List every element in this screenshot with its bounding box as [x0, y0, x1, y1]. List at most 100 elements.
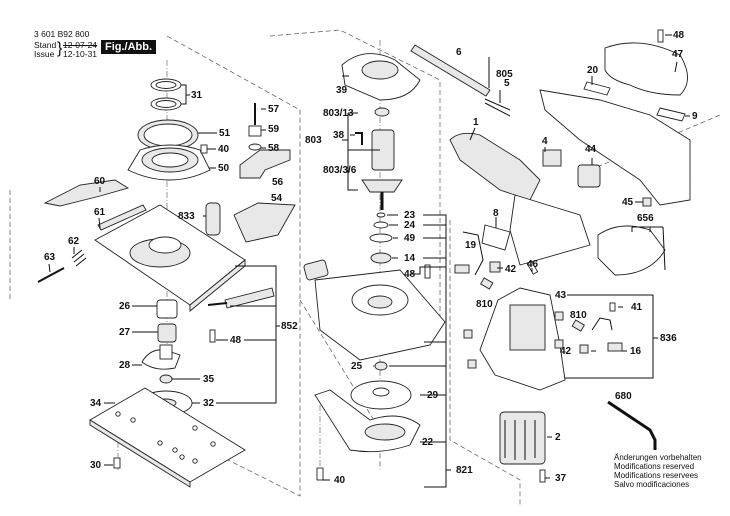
- part-9-label: [656, 107, 686, 122]
- part-38-key: [355, 132, 363, 145]
- lower-housing: [509, 194, 591, 266]
- part-852-handle: [207, 287, 275, 309]
- issue-label: Issue: [34, 49, 55, 59]
- label-2: 2: [555, 432, 561, 443]
- note-en: Modifications reserved: [614, 462, 695, 471]
- part-810-brush: [480, 277, 494, 290]
- label-821: 821: [456, 465, 473, 476]
- label-26: 26: [119, 301, 131, 312]
- part-44-module: [577, 164, 601, 188]
- wire-19-42: [454, 231, 501, 276]
- brace: }: [57, 40, 63, 57]
- label-44: 44: [585, 144, 597, 155]
- part-56-clamp: [239, 149, 291, 179]
- part-40-screw: [200, 144, 208, 154]
- label-49: 49: [404, 233, 416, 244]
- label-27: 27: [119, 327, 131, 338]
- label-14: 14: [404, 253, 416, 264]
- label-9: 9: [692, 111, 698, 122]
- housing-half: [539, 89, 691, 206]
- parts-57-59-58: [248, 103, 262, 151]
- part-47-cover: [604, 42, 688, 96]
- parts-23-24-49-14: [369, 212, 393, 264]
- part-39-cover: [341, 53, 421, 101]
- label-6: 6: [456, 47, 462, 58]
- label-42-b: 42: [560, 346, 572, 357]
- part-51-ring: [137, 119, 199, 151]
- gear-housing: [303, 259, 446, 361]
- label-51: 51: [219, 128, 231, 139]
- part-48-screw-top: [657, 29, 664, 43]
- label-29: 29: [427, 390, 439, 401]
- label-34: 34: [90, 398, 102, 409]
- note-de: Änderungen vorbehalten: [614, 453, 702, 462]
- label-43: 43: [555, 290, 567, 301]
- label-42: 42: [505, 264, 517, 275]
- part-31-rings: [150, 78, 182, 111]
- label-656: 656: [637, 213, 654, 224]
- brush-holder-836: [571, 302, 623, 354]
- label-833: 833: [178, 211, 195, 222]
- part-48-screw-middle: [424, 264, 431, 279]
- label-805: 805: [496, 69, 513, 80]
- label-45: 45: [622, 197, 634, 208]
- label-62: 62: [68, 236, 80, 247]
- label-32: 32: [203, 398, 215, 409]
- part-48-screw-left: [209, 329, 216, 343]
- part-1-handle: [449, 132, 541, 201]
- issue-date: 12-10-31: [63, 49, 98, 59]
- label-50: 50: [218, 163, 230, 174]
- leader-lines: [48, 34, 690, 488]
- figure-label: Fig./Abb. 1: [101, 40, 156, 67]
- part-35-nut: [159, 374, 173, 384]
- label-57: 57: [268, 104, 280, 115]
- part-54-bracket: [233, 202, 296, 243]
- label-40: 40: [218, 144, 230, 155]
- part-833: [205, 202, 221, 236]
- note-es: Salvo modificaciones: [614, 480, 690, 489]
- stand-date: 12-07-24: [63, 40, 98, 50]
- label-852: 852: [281, 321, 298, 332]
- label-8: 8: [493, 208, 499, 219]
- part-60-lever: [43, 179, 130, 207]
- part-28-weight: [141, 344, 181, 370]
- label-41: 41: [631, 302, 643, 313]
- label-25: 25: [351, 361, 363, 372]
- label-30: 30: [90, 460, 102, 471]
- part-40-screw-bottom: [316, 467, 324, 481]
- label-39: 39: [336, 85, 348, 96]
- label-24: 24: [404, 220, 416, 231]
- stand-label: Stand: [34, 40, 57, 50]
- label-19: 19: [465, 240, 477, 251]
- part-680-hex-key: [607, 400, 657, 450]
- label-836: 836: [660, 333, 677, 344]
- label-54: 54: [271, 193, 283, 204]
- label-23: 23: [404, 210, 416, 221]
- label-48-middle: 48: [404, 269, 416, 280]
- label-56: 56: [272, 177, 284, 188]
- part-46-screw: [526, 260, 539, 275]
- label-48-top: 48: [673, 30, 685, 41]
- label-803: 803: [305, 135, 322, 146]
- part-37-screw: [539, 469, 546, 483]
- label-810: 810: [476, 299, 493, 310]
- label-40-bottom: 40: [334, 475, 346, 486]
- part-8-label: [481, 224, 511, 251]
- label-680: 680: [615, 391, 632, 402]
- label-1: 1: [473, 117, 479, 128]
- part-2-stator: [499, 411, 546, 465]
- part-20-label: [583, 81, 611, 96]
- part-61-rod: [97, 204, 147, 231]
- part-5-clip: [484, 98, 511, 117]
- label-63: 63: [44, 252, 56, 263]
- label-60: 60: [94, 176, 106, 187]
- label-48-left: 48: [230, 335, 242, 346]
- motor-field-housing: [479, 287, 566, 391]
- label-5: 5: [504, 78, 510, 89]
- label-38: 38: [333, 130, 345, 141]
- label-35: 35: [203, 374, 215, 385]
- part-62-spring: [71, 249, 87, 267]
- part-number: 3 601 B92 800: [34, 29, 90, 39]
